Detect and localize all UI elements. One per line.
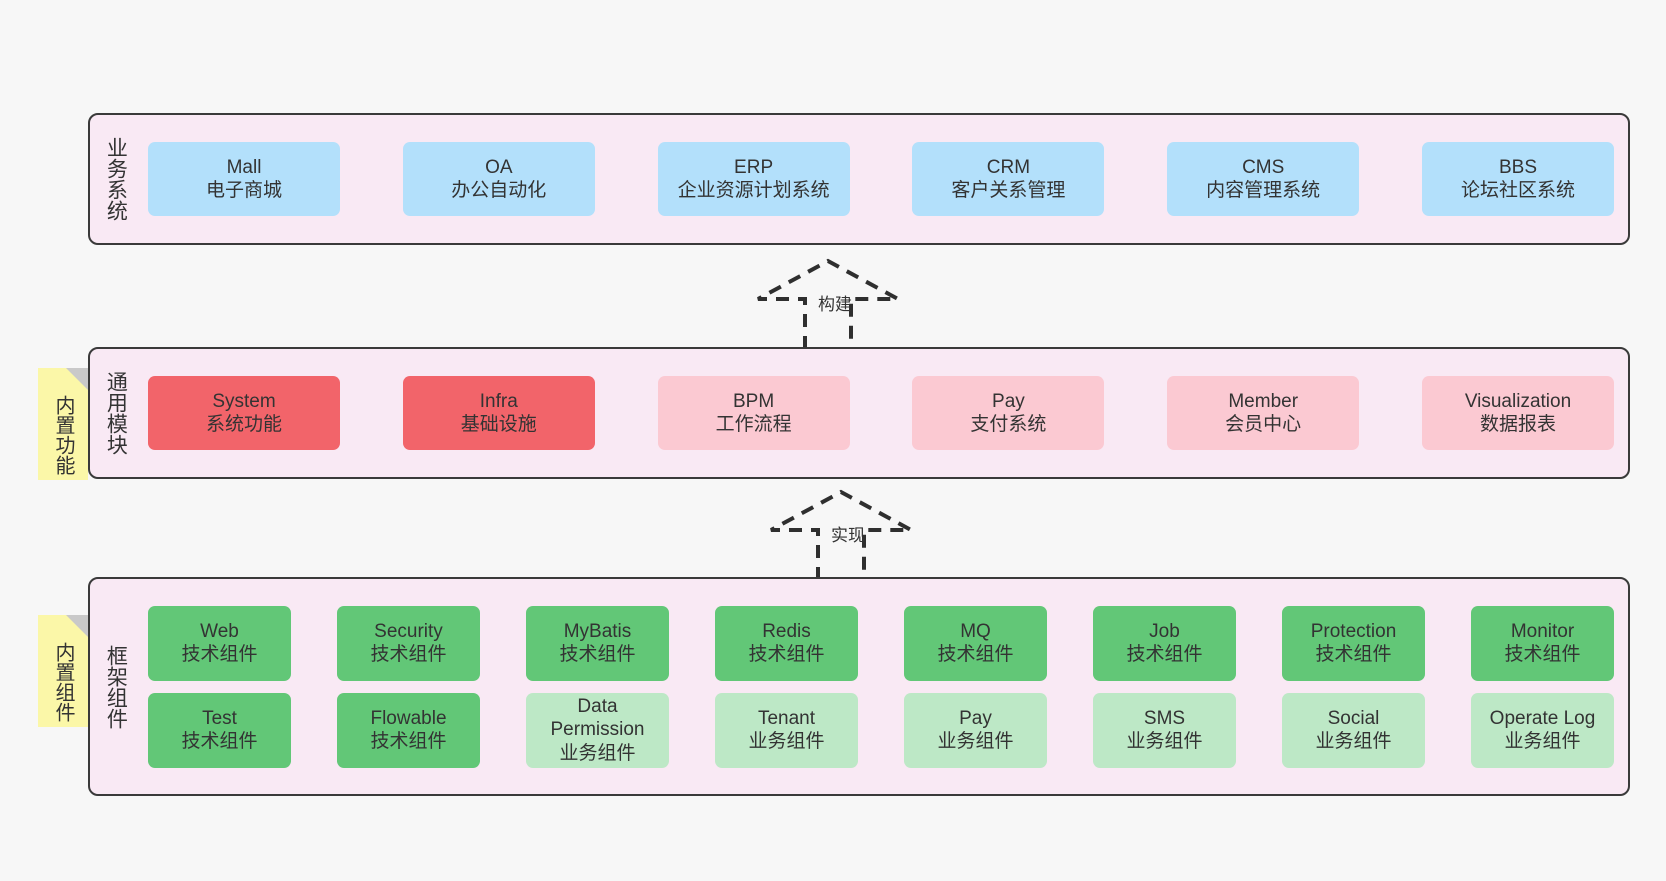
tile-security-en: Security	[374, 620, 443, 642]
tile-cms-cn: 内容管理系统	[1206, 180, 1321, 201]
tile-bpm-en: BPM	[733, 390, 775, 412]
layer-business-tiles: Mall 电子商城 OA 办公自动化 ERP 企业资源计划系统 CRM 客户关系…	[140, 115, 1628, 243]
tile-web-cn: 技术组件	[181, 644, 258, 665]
layer-framework-tiles: Web 技术组件 Security 技术组件 MyBatis 技术组件 Redi…	[140, 579, 1628, 794]
tile-system-en: System	[212, 390, 276, 412]
tile-social-en: Social	[1327, 707, 1380, 729]
tile-member[interactable]: Member 会员中心	[1167, 376, 1360, 450]
tile-test-cn: 技术组件	[181, 731, 258, 752]
tile-visualization-cn: 数据报表	[1479, 414, 1556, 435]
tile-job-en: Job	[1149, 620, 1180, 642]
tile-social[interactable]: Social 业务组件	[1282, 692, 1425, 768]
tile-mq-en: MQ	[960, 620, 991, 642]
tile-job[interactable]: Job 技术组件	[1093, 605, 1236, 681]
tile-erp[interactable]: ERP 企业资源计划系统	[657, 142, 850, 216]
layer-business-systems: 业务系统 Mall 电子商城 OA 办公自动化 ERP 企业资源计划系统 CRM…	[88, 113, 1630, 245]
tile-protection[interactable]: Protection 技术组件	[1282, 605, 1425, 681]
tile-pay-component[interactable]: Pay 业务组件	[904, 692, 1047, 768]
tile-pay-module[interactable]: Pay 支付系统	[912, 376, 1105, 450]
tile-data-permission[interactable]: Data Permission 业务组件	[526, 692, 669, 768]
tile-mq-cn: 技术组件	[937, 644, 1014, 665]
tile-erp-cn: 企业资源计划系统	[677, 180, 830, 201]
layer-business-title: 业务系统	[104, 137, 128, 221]
tile-monitor[interactable]: Monitor 技术组件	[1471, 605, 1614, 681]
layer-common-modules: 通用模块 System 系统功能 Infra 基础设施 BPM 工作流程 Pay…	[88, 347, 1630, 479]
tile-social-cn: 业务组件	[1315, 731, 1392, 752]
tile-erp-en: ERP	[734, 156, 774, 178]
sticky-note-builtin-components: 内置组件	[38, 615, 88, 727]
tile-sms[interactable]: SMS 业务组件	[1093, 692, 1236, 768]
tile-cms[interactable]: CMS 内容管理系统	[1167, 142, 1360, 216]
tile-infra-cn: 基础设施	[460, 414, 537, 435]
layer-framework-components: 框架组件 Web 技术组件 Security 技术组件 MyBatis 技术组件…	[88, 577, 1630, 796]
framework-row-business: Test 技术组件 Flowable 技术组件 Data Permission …	[148, 692, 1614, 768]
tile-pay-module-en: Pay	[992, 390, 1025, 412]
tile-tenant-cn: 业务组件	[748, 731, 825, 752]
tile-web[interactable]: Web 技术组件	[148, 605, 291, 681]
tile-oa[interactable]: OA 办公自动化	[402, 142, 595, 216]
tile-infra-en: Infra	[479, 390, 518, 412]
tile-monitor-cn: 技术组件	[1504, 644, 1581, 665]
tile-oa-en: OA	[485, 156, 513, 178]
tile-system[interactable]: System 系统功能	[148, 376, 340, 450]
tile-member-en: Member	[1228, 390, 1299, 412]
tile-bpm[interactable]: BPM 工作流程	[657, 376, 850, 450]
tile-sms-en: SMS	[1143, 707, 1186, 729]
tile-bbs[interactable]: BBS 论坛社区系统	[1421, 142, 1614, 216]
connector-build-label: 构建	[818, 295, 852, 314]
connector-implement-label: 实现	[831, 526, 865, 545]
tile-visualization-en: Visualization	[1464, 390, 1572, 412]
tile-crm-cn: 客户关系管理	[951, 180, 1066, 201]
tile-test[interactable]: Test 技术组件	[148, 692, 291, 768]
tile-monitor-en: Monitor	[1510, 620, 1575, 642]
tile-flowable-en: Flowable	[370, 707, 447, 729]
tile-redis-cn: 技术组件	[748, 644, 825, 665]
framework-row-tech: Web 技术组件 Security 技术组件 MyBatis 技术组件 Redi…	[148, 605, 1614, 681]
tile-data-permission-cn: 业务组件	[559, 742, 636, 764]
tile-infra[interactable]: Infra 基础设施	[402, 376, 595, 450]
tile-member-cn: 会员中心	[1225, 414, 1302, 435]
tile-mybatis[interactable]: MyBatis 技术组件	[526, 605, 669, 681]
tile-mq[interactable]: MQ 技术组件	[904, 605, 1047, 681]
tile-tenant-en: Tenant	[757, 707, 816, 729]
tile-visualization[interactable]: Visualization 数据报表	[1421, 376, 1614, 450]
tile-bpm-cn: 工作流程	[715, 414, 792, 435]
tile-operate-log-en: Operate Log	[1489, 707, 1596, 729]
tile-tenant[interactable]: Tenant 业务组件	[715, 692, 858, 768]
tile-security-cn: 技术组件	[370, 644, 447, 665]
tile-system-cn: 系统功能	[205, 414, 282, 435]
tile-redis-en: Redis	[762, 620, 811, 642]
layer-common-title: 通用模块	[104, 371, 128, 455]
tile-mybatis-cn: 技术组件	[559, 644, 636, 665]
tile-mall-en: Mall	[226, 156, 262, 178]
tile-pay-component-en: Pay	[959, 707, 992, 729]
tile-cms-en: CMS	[1242, 156, 1285, 178]
tile-flowable[interactable]: Flowable 技术组件	[337, 692, 480, 768]
tile-operate-log[interactable]: Operate Log 业务组件	[1471, 692, 1614, 768]
tile-flowable-cn: 技术组件	[370, 731, 447, 752]
sticky-note-builtin-features: 内置功能	[38, 368, 88, 480]
tile-crm[interactable]: CRM 客户关系管理	[912, 142, 1105, 216]
tile-sms-cn: 业务组件	[1126, 731, 1203, 752]
tile-pay-component-cn: 业务组件	[937, 731, 1014, 752]
tile-protection-en: Protection	[1310, 620, 1397, 642]
tile-redis[interactable]: Redis 技术组件	[715, 605, 858, 681]
tile-data-permission-en: Data Permission	[550, 696, 645, 741]
layer-common-tiles: System 系统功能 Infra 基础设施 BPM 工作流程 Pay 支付系统…	[140, 349, 1628, 477]
tile-job-cn: 技术组件	[1126, 644, 1203, 665]
tile-bbs-cn: 论坛社区系统	[1460, 180, 1575, 201]
tile-web-en: Web	[200, 620, 239, 642]
tile-crm-en: CRM	[986, 156, 1031, 178]
tile-oa-cn: 办公自动化	[451, 180, 547, 201]
tile-operate-log-cn: 业务组件	[1504, 731, 1581, 752]
tile-mall[interactable]: Mall 电子商城	[148, 142, 340, 216]
tile-pay-module-cn: 支付系统	[970, 414, 1047, 435]
tile-test-en: Test	[202, 707, 237, 729]
tile-bbs-en: BBS	[1498, 156, 1537, 178]
tile-security[interactable]: Security 技术组件	[337, 605, 480, 681]
tile-protection-cn: 技术组件	[1315, 644, 1392, 665]
layer-framework-title: 框架组件	[104, 644, 128, 729]
tile-mall-cn: 电子商城	[205, 180, 282, 201]
tile-mybatis-en: MyBatis	[563, 620, 632, 642]
